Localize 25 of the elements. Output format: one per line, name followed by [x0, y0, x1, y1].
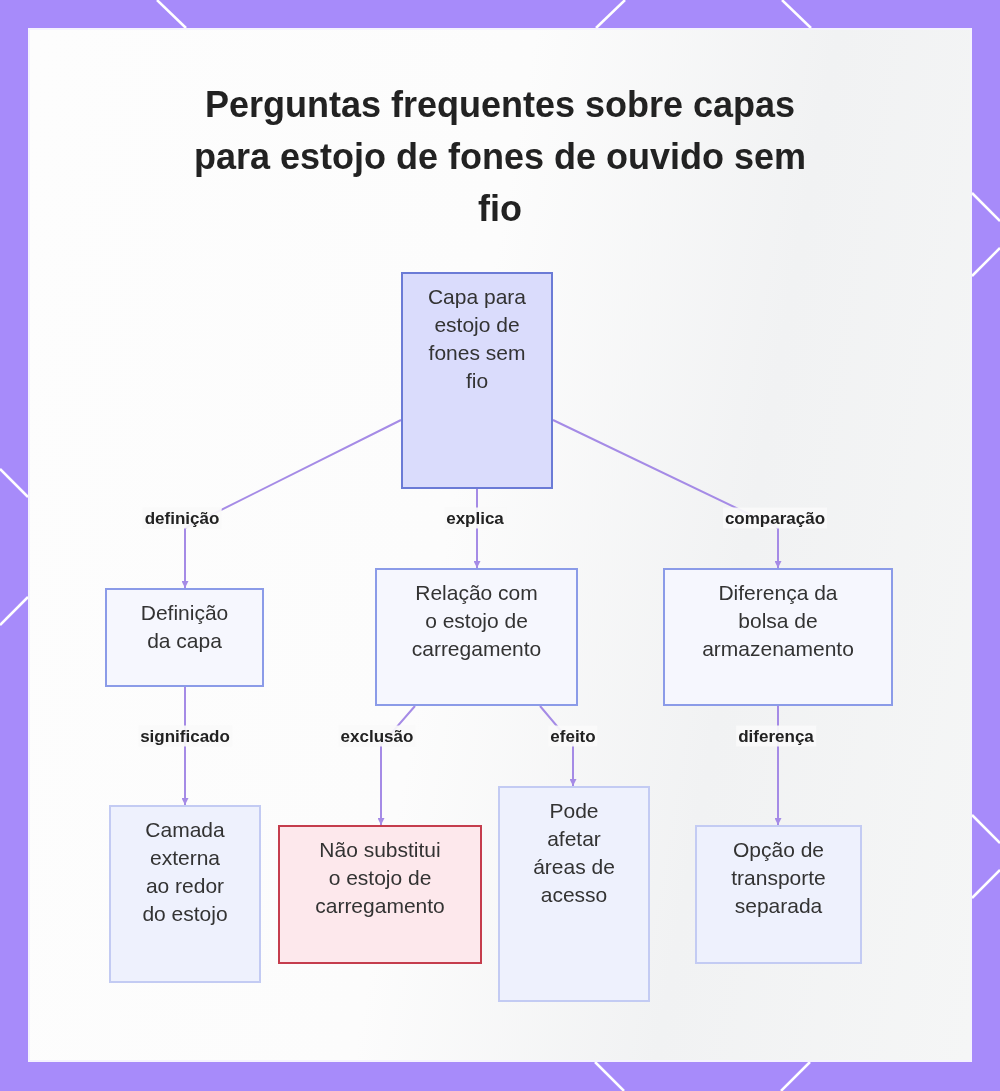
subtopic-box	[375, 568, 578, 706]
connector-arrow	[181, 419, 402, 589]
node-label: Diferença da bolsa de armazenamento	[701, 580, 855, 662]
edge-label: explica	[444, 507, 506, 529]
detail-box	[695, 825, 862, 964]
node-label: Não substitui o estojo de carregamento	[314, 837, 446, 919]
node-label: Opção de transporte separada	[730, 837, 827, 919]
node-label: Camada externa ao redor do estojo	[141, 817, 229, 927]
topic-box	[401, 272, 553, 489]
edge-label: definição	[142, 507, 222, 529]
warning-box	[278, 825, 482, 964]
edge-label: efeito	[548, 725, 598, 747]
detail-box	[109, 805, 261, 983]
node-label: Capa para estojo de fones sem fio	[427, 284, 527, 394]
edge-label: comparação	[722, 507, 828, 529]
edge-label: exclusão	[338, 725, 416, 747]
diagram-title: Perguntas frequentes sobre capas para estojo de fones de ouvido sem fio	[192, 83, 808, 231]
detail-box	[498, 786, 650, 1002]
node-label: Definição da capa	[139, 600, 230, 654]
subtopic-box	[663, 568, 893, 706]
edge-label: diferença	[736, 725, 816, 747]
node-label: Relação com o estojo de carregamento	[410, 580, 543, 662]
edge-label: significado	[138, 725, 232, 747]
node-label: Pode afetar áreas de acesso	[532, 798, 616, 908]
subtopic-box	[105, 588, 264, 687]
